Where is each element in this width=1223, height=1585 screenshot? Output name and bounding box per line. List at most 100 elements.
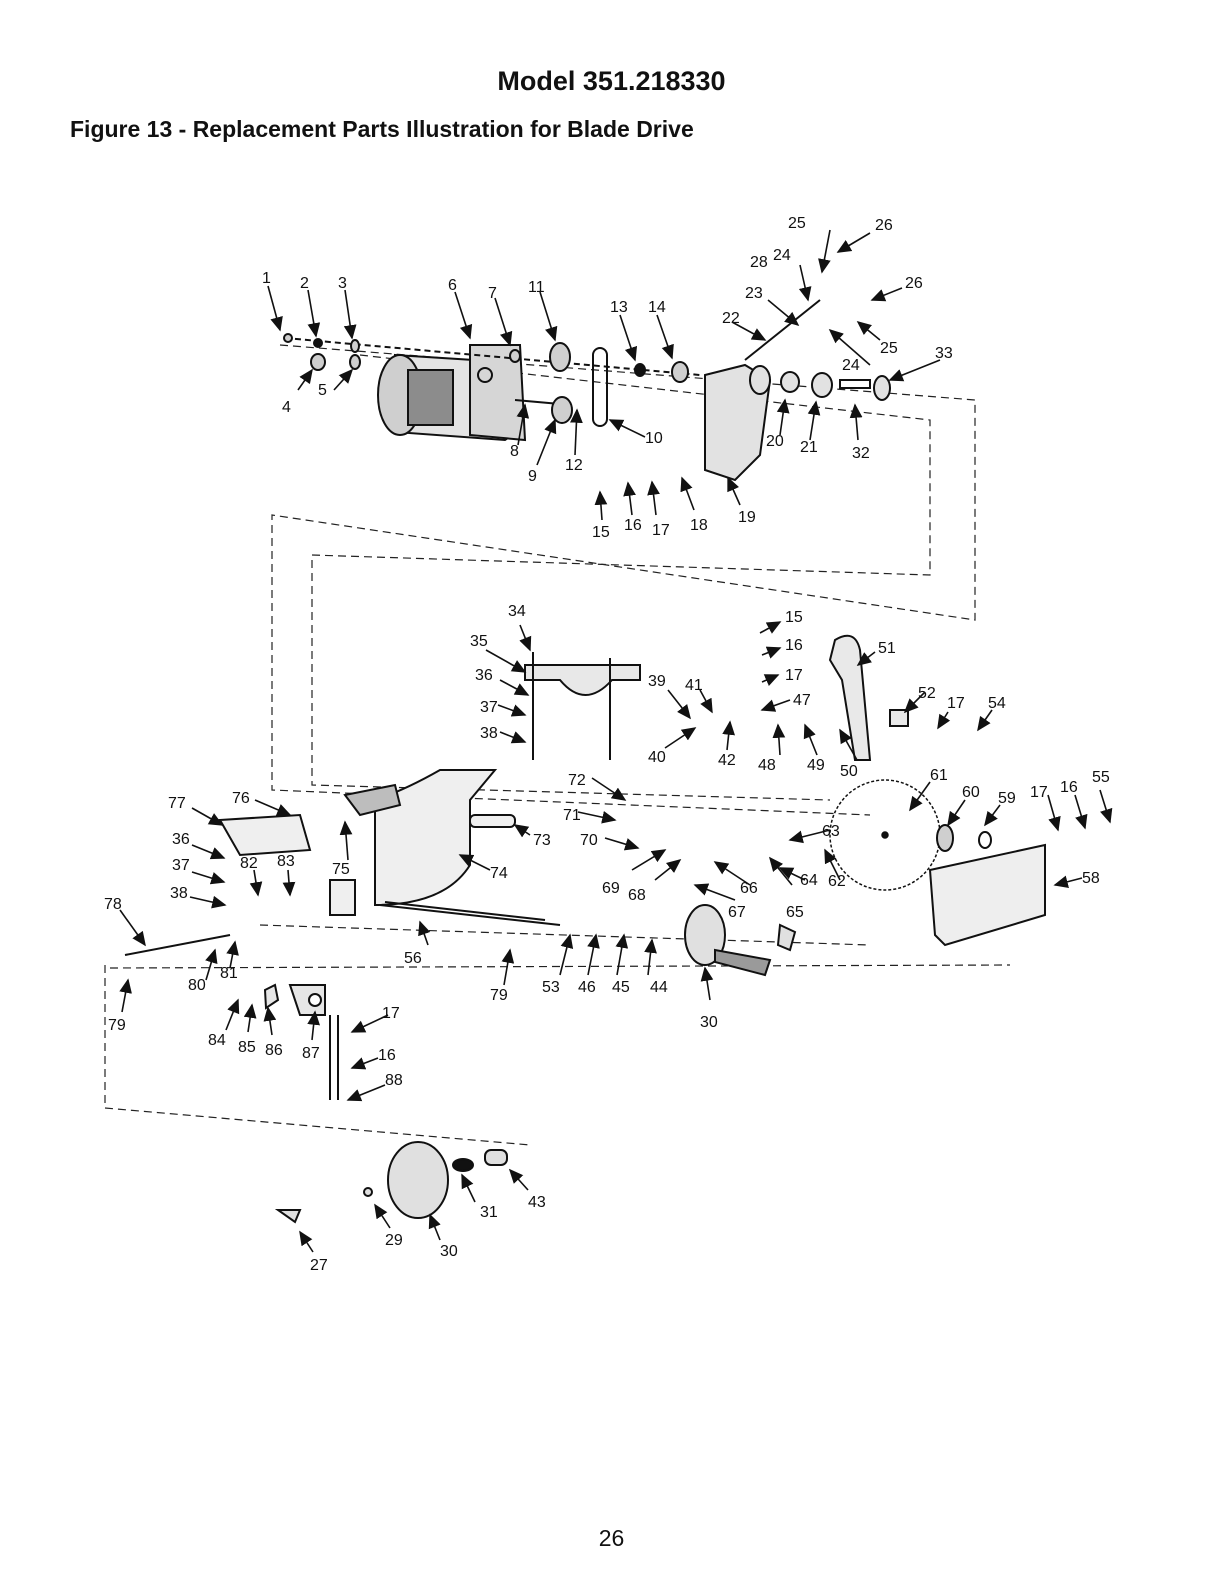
callout-52: 52	[918, 685, 936, 702]
model-title: Model 351.218330	[497, 66, 726, 96]
callout-29: 29	[385, 1232, 403, 1249]
callout-79b: 79	[108, 1017, 126, 1034]
callout-74: 74	[490, 865, 508, 882]
arbor-bracket	[704, 299, 891, 482]
callout-16b: 16	[785, 637, 803, 654]
callout-36b: 36	[172, 831, 190, 848]
handwheels	[274, 904, 797, 1224]
callout-75: 75	[332, 861, 350, 878]
callout-18: 18	[690, 517, 708, 534]
callout-68: 68	[628, 887, 646, 904]
callout-63: 63	[822, 823, 840, 840]
callout-71: 71	[563, 807, 581, 824]
callout-1: 1	[262, 270, 271, 287]
callout-11: 11	[528, 279, 545, 296]
callout-20: 20	[766, 433, 784, 450]
callout-32: 32	[852, 445, 870, 462]
callout-77: 77	[168, 795, 186, 812]
callout-37b: 37	[172, 857, 190, 874]
callout-46: 46	[578, 979, 596, 996]
trunnion-housing	[218, 769, 561, 926]
callout-23: 23	[745, 285, 763, 302]
callout-45: 45	[612, 979, 630, 996]
callout-17e: 17	[382, 1005, 400, 1022]
callout-64: 64	[800, 872, 818, 889]
callout-17c: 17	[947, 695, 965, 712]
callout-19: 19	[738, 509, 756, 526]
callout-21: 21	[800, 439, 818, 456]
motor-assembly	[377, 344, 561, 442]
figure-title: Figure 13 - Replacement Parts Illustrati…	[70, 116, 694, 142]
callout-59: 59	[998, 790, 1016, 807]
callout-38b: 38	[170, 885, 188, 902]
callout-14: 14	[648, 299, 666, 316]
callout-40: 40	[648, 749, 666, 766]
callout-34: 34	[508, 603, 526, 620]
callout-87: 87	[302, 1045, 320, 1062]
callout-7: 7	[488, 285, 497, 302]
callout-16: 16	[624, 517, 642, 534]
callout-35: 35	[470, 633, 488, 650]
callout-42: 42	[718, 752, 736, 769]
callout-33: 33	[935, 345, 953, 362]
callout-3: 3	[338, 275, 347, 292]
callout-60: 60	[962, 784, 980, 801]
callout-80: 80	[188, 977, 206, 994]
callout-30b: 30	[440, 1243, 458, 1260]
callout-28: 28	[750, 254, 768, 271]
callout-leaders	[119, 229, 1113, 1253]
arbor-cradle	[524, 652, 641, 760]
callout-37: 37	[480, 699, 498, 716]
saw-blade	[829, 779, 992, 891]
callout-84: 84	[208, 1032, 226, 1049]
callout-43: 43	[528, 1194, 546, 1211]
callout-82: 82	[240, 855, 258, 872]
callout-56: 56	[404, 950, 422, 967]
callout-17b: 17	[785, 667, 803, 684]
bevel-bracket	[124, 901, 546, 1100]
callout-24: 24	[773, 247, 791, 264]
callout-44: 44	[650, 979, 668, 996]
callout-58: 58	[1082, 870, 1100, 887]
callout-15: 15	[592, 524, 610, 541]
callout-10: 10	[645, 430, 663, 447]
callout-54: 54	[988, 695, 1006, 712]
callout-27: 27	[310, 1257, 328, 1274]
callout-55: 55	[1092, 769, 1110, 786]
callout-76: 76	[232, 790, 250, 807]
callout-86: 86	[265, 1042, 283, 1059]
callout-26: 26	[875, 217, 893, 234]
callout-38: 38	[480, 725, 498, 742]
callout-81: 81	[220, 965, 238, 982]
page-number: 26	[598, 1525, 625, 1551]
callout-5: 5	[318, 382, 327, 399]
callout-88: 88	[385, 1072, 403, 1089]
callout-49: 49	[807, 757, 825, 774]
riving-knife	[828, 634, 909, 761]
callout-13: 13	[610, 299, 628, 316]
callout-26b: 26	[905, 275, 923, 292]
callout-16d: 16	[378, 1047, 396, 1064]
callout-79: 79	[490, 987, 508, 1004]
callout-24b: 24	[842, 357, 860, 374]
callout-85: 85	[238, 1039, 256, 1056]
assembly-guide-lines	[104, 344, 1011, 1146]
callout-50: 50	[840, 763, 858, 780]
callout-4: 4	[282, 399, 291, 416]
callout-15b: 15	[785, 609, 803, 626]
callout-67: 67	[728, 904, 746, 921]
callout-72: 72	[568, 772, 586, 789]
callout-73: 73	[533, 832, 551, 849]
callout-51: 51	[878, 640, 896, 657]
callout-61: 61	[930, 767, 948, 784]
callout-16c: 16	[1060, 779, 1078, 796]
callout-62: 62	[828, 873, 846, 890]
callout-65: 65	[786, 904, 804, 921]
callout-78: 78	[104, 896, 122, 913]
callout-47: 47	[793, 692, 811, 709]
callout-39: 39	[648, 673, 666, 690]
blade-guard	[928, 843, 1046, 947]
callout-83: 83	[277, 853, 295, 870]
callout-17: 17	[652, 522, 670, 539]
